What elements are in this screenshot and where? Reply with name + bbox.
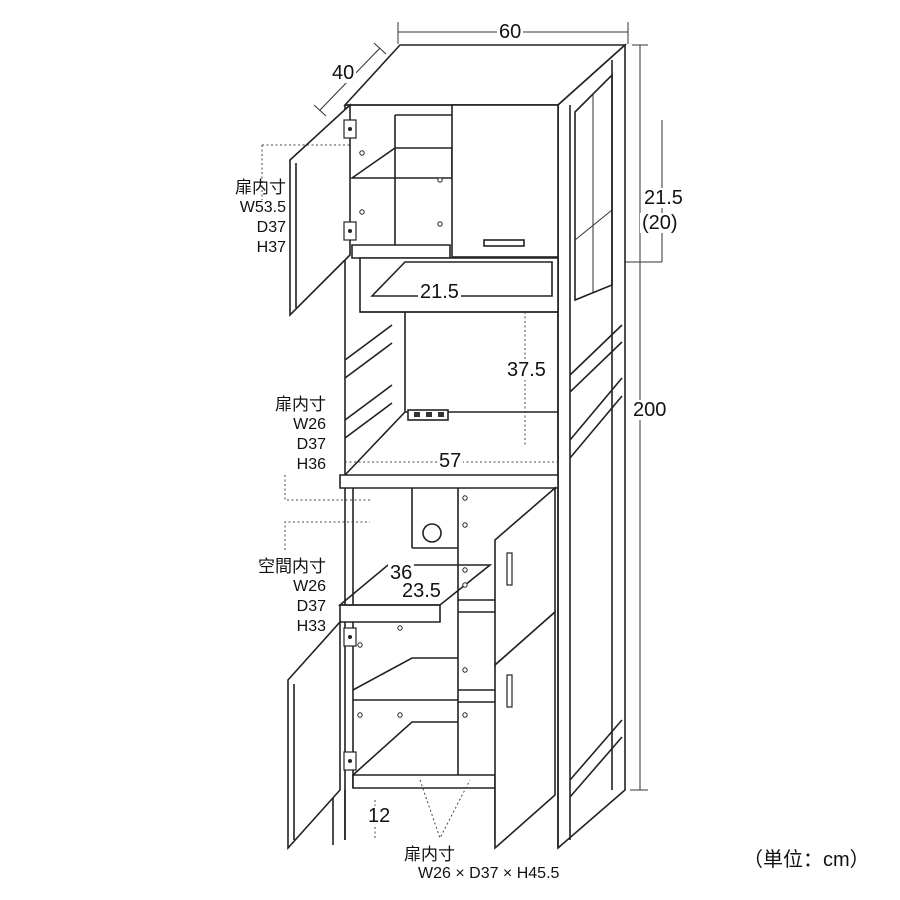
drawer-depth-label: 36 xyxy=(388,562,415,584)
door-handle xyxy=(506,674,513,708)
middle-door-note-d: D37 xyxy=(296,436,326,453)
height-label: 200 xyxy=(631,399,669,421)
door-handle xyxy=(483,239,525,247)
unit-label: （単位：cm） xyxy=(743,849,870,871)
upper-door-note-d: D37 xyxy=(256,219,286,236)
counter-width-label: 57 xyxy=(437,450,464,472)
upper-door-note-title: 扉内寸 xyxy=(235,178,286,197)
depth-label: 40 xyxy=(330,62,357,84)
bottom-door-note-title: 扉内寸 xyxy=(404,845,455,864)
space-note-d: D37 xyxy=(296,598,326,615)
lower-right-lower-door xyxy=(494,610,556,850)
upper-left-door xyxy=(289,103,351,317)
hinge-icons xyxy=(343,119,357,771)
drawer-width-label: 23.5 xyxy=(400,580,443,602)
middle-door-note-w: W26 xyxy=(293,416,326,433)
upper-door-note: 扉内寸 W53.5 D37 H37 xyxy=(210,178,286,258)
top-shelf-height-label: 21.5 xyxy=(642,187,685,209)
middle-door-note-h: H36 xyxy=(296,456,326,473)
upper-door-note-h: H37 xyxy=(256,239,286,256)
door-handle xyxy=(506,552,513,586)
open-shelf-depth-label: 21.5 xyxy=(418,281,461,303)
space-note: 空間内寸 W26 D37 H33 xyxy=(236,557,326,637)
space-note-w: W26 xyxy=(293,578,326,595)
middle-door-note: 扉内寸 W26 D37 H36 xyxy=(250,395,326,475)
upper-right-door xyxy=(451,104,559,258)
top-shelf-height-alt-label: (20) xyxy=(640,212,680,234)
space-note-title: 空間内寸 xyxy=(258,557,326,576)
screw-holes xyxy=(357,150,468,718)
bottom-door-note-spec: W26 × D37 × H45.5 xyxy=(418,865,560,882)
cabinet-body xyxy=(332,43,628,850)
lower-left-door xyxy=(287,619,341,851)
space-note-h: H33 xyxy=(296,618,326,635)
width-label: 60 xyxy=(497,21,524,43)
upper-door-note-w: W53.5 xyxy=(239,199,286,216)
leg-height-label: 12 xyxy=(366,805,393,827)
counter-height-label: 37.5 xyxy=(505,359,548,381)
middle-door-note-title: 扉内寸 xyxy=(275,395,326,414)
